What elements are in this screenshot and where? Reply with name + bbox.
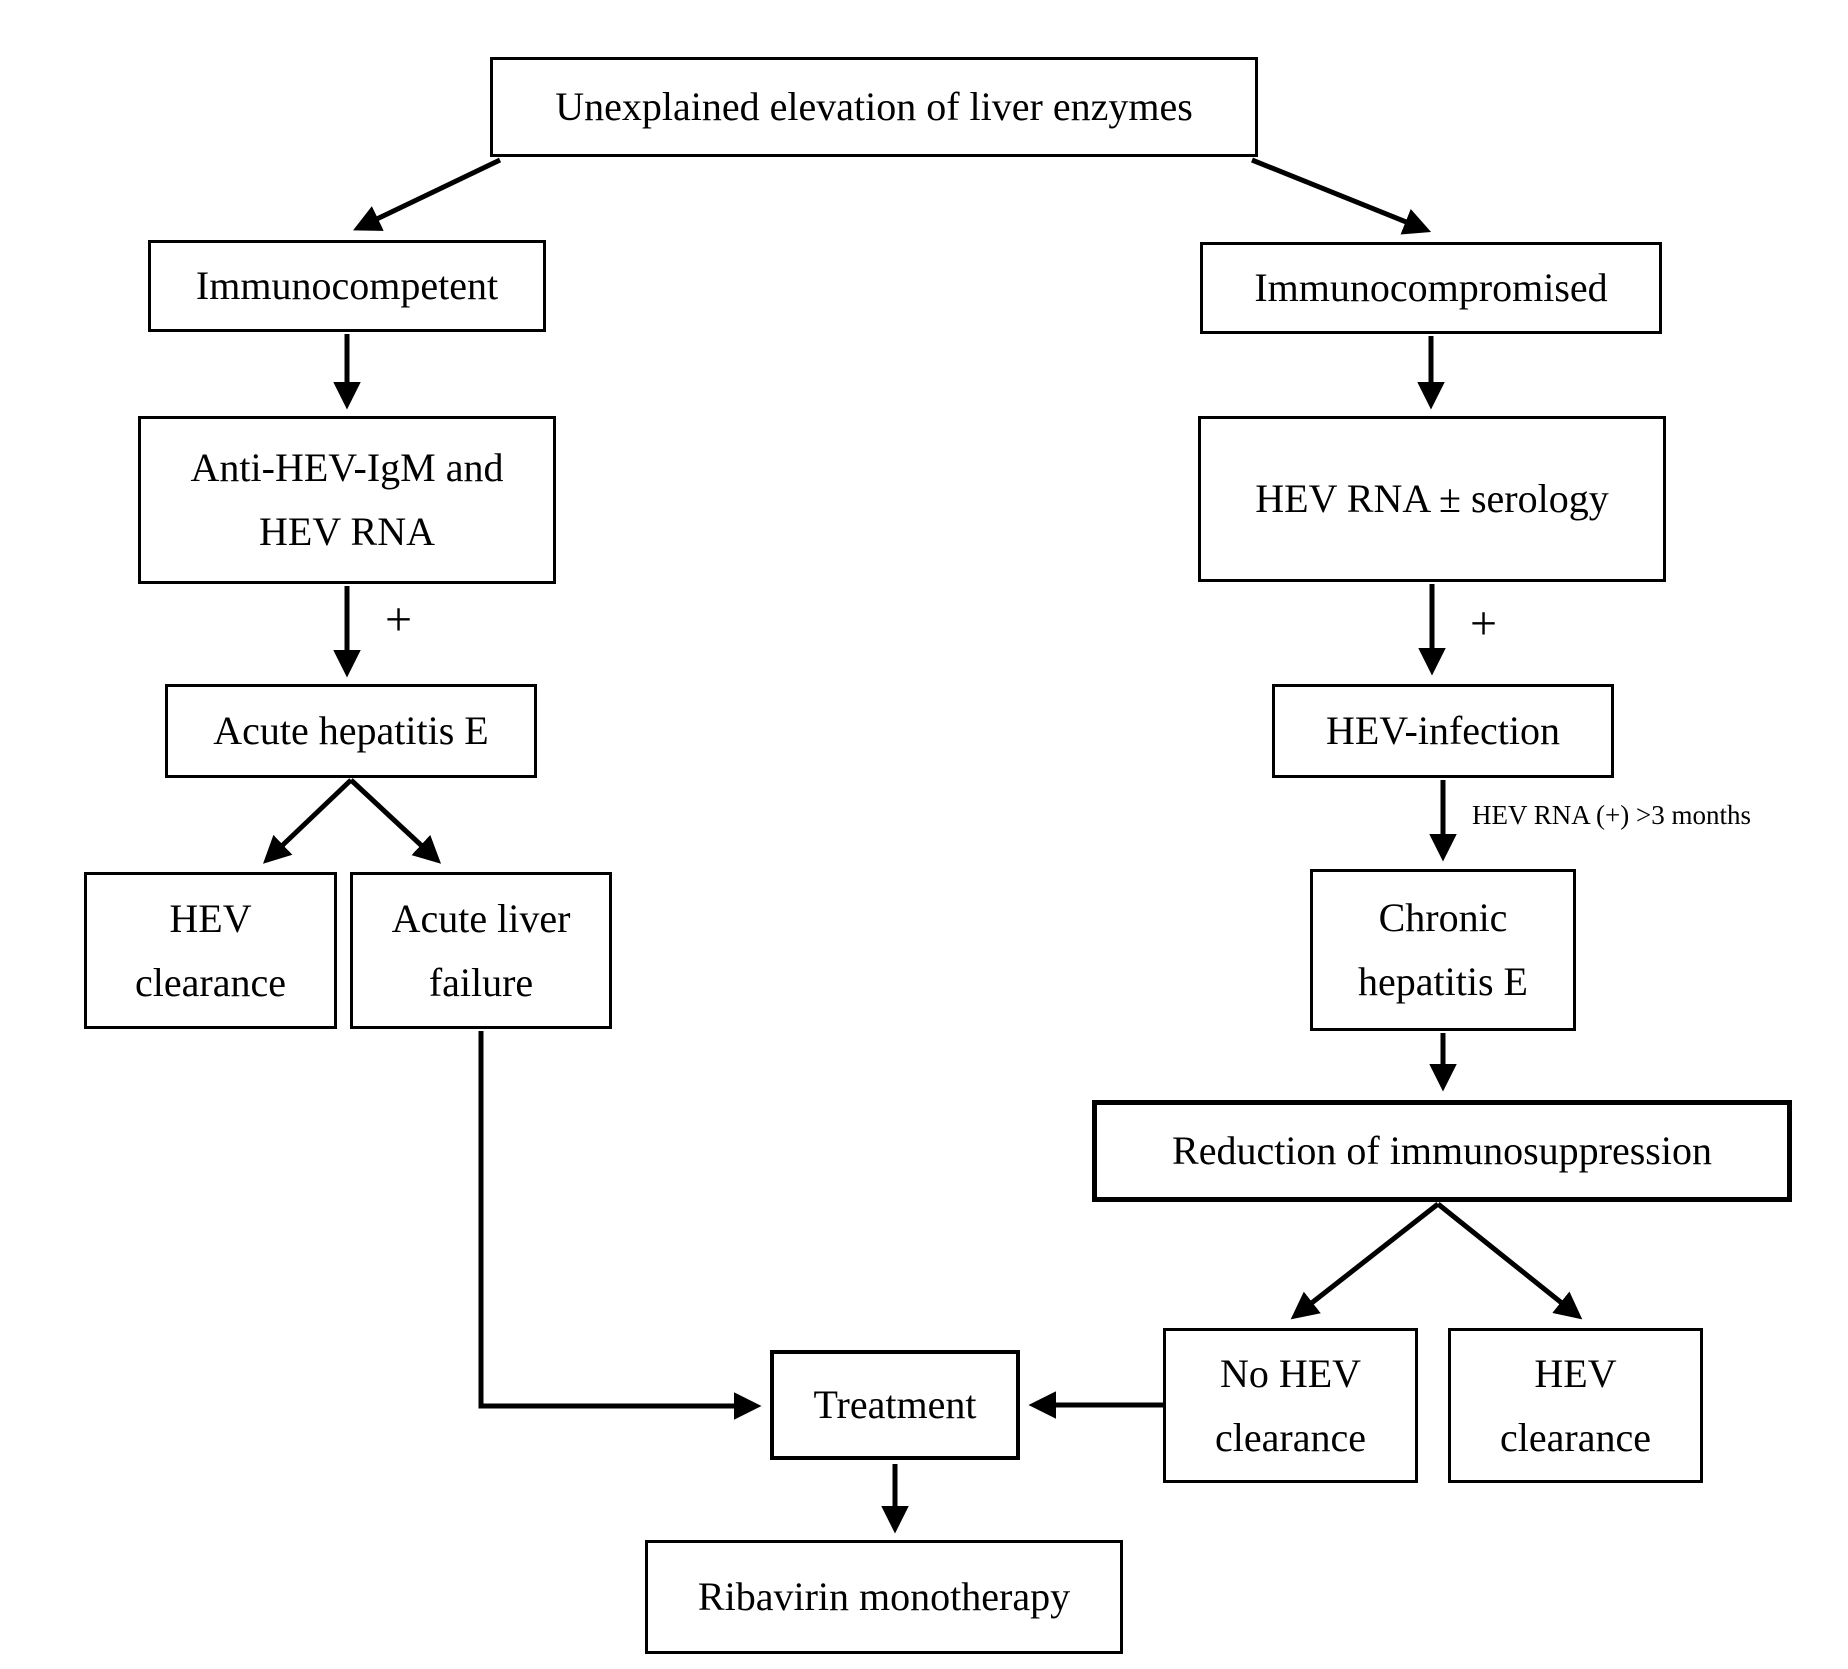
node-hev-infection-label: HEV-infection bbox=[1325, 708, 1561, 753]
node-acute-liver-failure: Acute liver failure bbox=[350, 872, 612, 1029]
edge-label-positive-right: + bbox=[1470, 597, 1498, 650]
node-hev-clearance-right-label: HEV clearance bbox=[1500, 1350, 1651, 1460]
node-immunocompromised-label: Immunocompromised bbox=[1254, 265, 1608, 310]
arrow-reduction-to-nohevclearance bbox=[1290, 1202, 1440, 1320]
node-ribavirin-monotherapy-label: Ribavirin monotherapy bbox=[697, 1574, 1071, 1619]
arrow-acuteliverfailure-to-treatment bbox=[478, 1031, 762, 1420]
node-anti-hev-igm-label: Anti-HEV-IgM and HEV RNA bbox=[190, 445, 504, 554]
node-treatment-label: Treatment bbox=[813, 1382, 977, 1427]
node-chronic-hepatitis-e-label: Chronic hepatitis E bbox=[1358, 895, 1528, 1004]
edge-label-positive-left: + bbox=[385, 593, 413, 646]
node-no-hev-clearance: No HEV clearance bbox=[1163, 1328, 1418, 1483]
node-immunocompromised: Immunocompromised bbox=[1200, 242, 1662, 334]
node-immunocompetent: Immunocompetent bbox=[148, 240, 546, 332]
node-reduction-immunosuppression: Reduction of immunosuppression bbox=[1092, 1100, 1792, 1202]
node-hev-infection: HEV-infection bbox=[1272, 684, 1614, 778]
node-hev-rna-serology-label: HEV RNA ± serology bbox=[1255, 476, 1609, 521]
node-chronic-hepatitis-e: Chronic hepatitis E bbox=[1310, 869, 1576, 1031]
node-immunocompetent-label: Immunocompetent bbox=[195, 263, 499, 308]
node-unexplained-elevation-label: Unexplained elevation of liver enzymes bbox=[555, 84, 1193, 129]
node-reduction-immunosuppression-label: Reduction of immunosuppression bbox=[1172, 1128, 1712, 1173]
node-anti-hev-igm: Anti-HEV-IgM and HEV RNA bbox=[138, 416, 556, 584]
arrow-acutehepatitis-to-hevclearance bbox=[263, 778, 353, 864]
node-no-hev-clearance-label: No HEV clearance bbox=[1215, 1350, 1366, 1460]
edge-label-hev-rna-3-months: HEV RNA (+) >3 months bbox=[1472, 800, 1751, 830]
node-hev-clearance-left-label: HEV clearance bbox=[135, 895, 286, 1005]
node-hev-rna-serology: HEV RNA ± serology bbox=[1198, 416, 1666, 582]
node-treatment: Treatment bbox=[770, 1350, 1020, 1460]
node-acute-liver-failure-label: Acute liver failure bbox=[391, 895, 571, 1005]
node-ribavirin-monotherapy: Ribavirin monotherapy bbox=[645, 1540, 1123, 1654]
arrow-unexplained-to-immunocompetent bbox=[353, 157, 502, 231]
node-hev-clearance-left: HEV clearance bbox=[84, 872, 337, 1029]
node-hev-clearance-right: HEV clearance bbox=[1448, 1328, 1703, 1483]
node-acute-hepatitis-e-label: Acute hepatitis E bbox=[213, 708, 489, 753]
arrow-unexplained-to-immunocompromised bbox=[1251, 157, 1432, 235]
arrow-acutehepatitis-to-acuteliverfailure bbox=[349, 778, 442, 864]
node-acute-hepatitis-e: Acute hepatitis E bbox=[165, 684, 537, 778]
node-unexplained-elevation: Unexplained elevation of liver enzymes bbox=[490, 57, 1258, 157]
arrow-reduction-to-hevclearance bbox=[1436, 1202, 1583, 1320]
